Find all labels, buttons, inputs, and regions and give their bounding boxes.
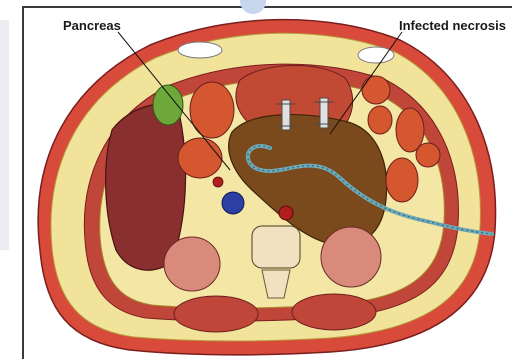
gallbladder bbox=[153, 85, 183, 125]
left-back-muscle bbox=[174, 296, 258, 332]
bowel-loop-2 bbox=[368, 106, 392, 134]
bowel-loop-1 bbox=[362, 76, 390, 104]
bowel-loop-3 bbox=[396, 108, 424, 152]
vertebra bbox=[252, 226, 300, 268]
right-kidney bbox=[164, 237, 220, 291]
anterior-fat-pad-left bbox=[178, 42, 222, 58]
portal-vessel bbox=[213, 177, 223, 187]
infected-necrosis-label: Infected necrosis bbox=[399, 18, 506, 33]
colon-loop-2 bbox=[178, 138, 222, 178]
left-kidney bbox=[321, 227, 381, 287]
right-back-muscle bbox=[292, 294, 376, 330]
vena-cava bbox=[222, 192, 244, 214]
pancreas-label: Pancreas bbox=[63, 18, 121, 33]
bowel-loop-5 bbox=[386, 158, 418, 202]
bowel-loop-4 bbox=[416, 143, 440, 167]
anterior-fat-pad-right bbox=[358, 47, 394, 63]
aorta bbox=[279, 206, 293, 220]
